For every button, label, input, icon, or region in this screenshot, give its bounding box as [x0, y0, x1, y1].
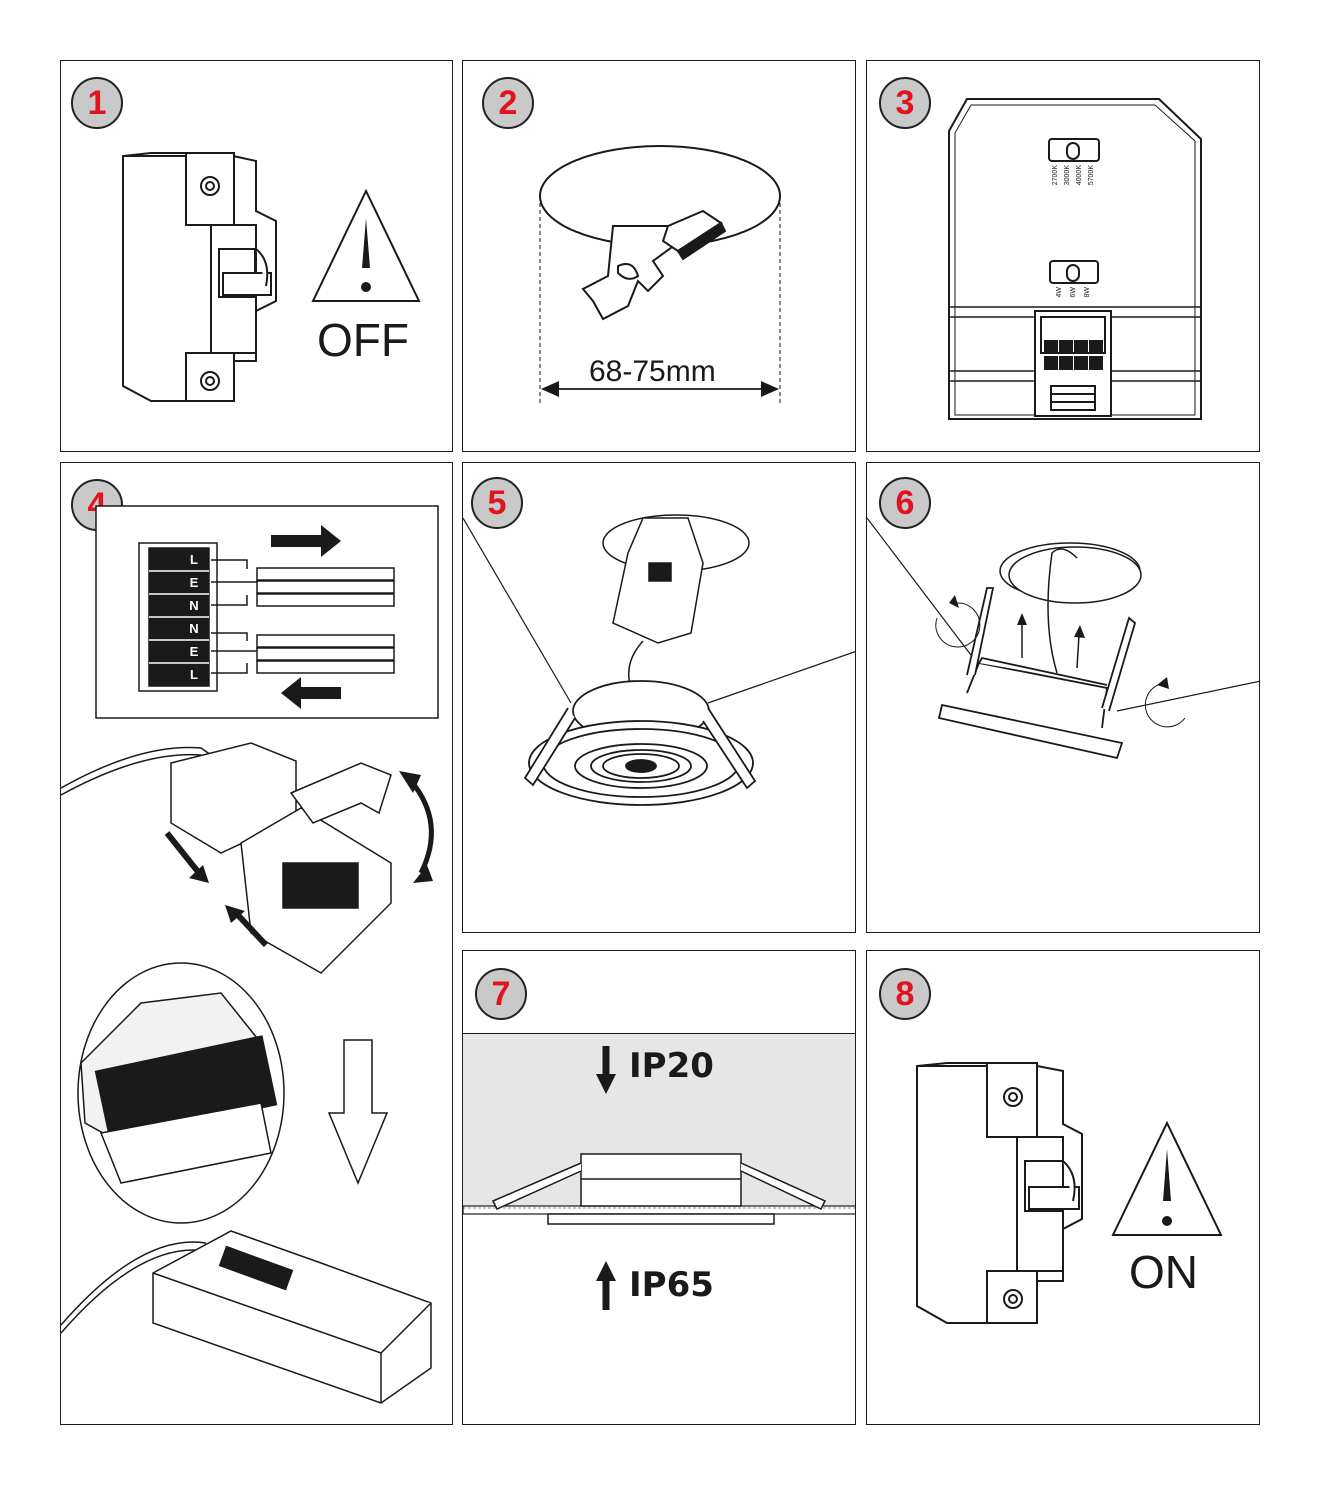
circuit-breaker-icon: [916, 1062, 1223, 1324]
terminal-block-icon: [138, 542, 218, 692]
step-badge: 6: [879, 477, 931, 529]
cutout-dimension-label: 68-75mm: [589, 355, 716, 388]
cct-switch-icon: [1048, 138, 1100, 162]
power-switch-icon: [1049, 260, 1099, 284]
insert-driver-illustration: [463, 514, 855, 806]
downlight-icon: [523, 680, 757, 806]
cct-label: 2700K: [1052, 165, 1059, 186]
ip-rating-illustration: [463, 1046, 855, 1310]
power-label: 6W: [1070, 287, 1077, 298]
off-label: OFF: [317, 314, 409, 366]
terminal-letter: N: [189, 621, 199, 636]
step-badge: 8: [879, 968, 931, 1020]
step-8-panel: 8 ON: [866, 950, 1260, 1425]
step-badge: 3: [879, 77, 931, 129]
terminal-letter: L: [190, 552, 198, 567]
ip20-label: IP20: [629, 1046, 714, 1086]
step-badge: 1: [71, 77, 123, 129]
cct-label: 4000K: [1076, 165, 1083, 186]
step-badge: 5: [471, 477, 523, 529]
step-badge: 7: [475, 968, 527, 1020]
cut-hole-illustration: [539, 145, 781, 406]
power-label: 8W: [1084, 287, 1091, 298]
terminal-letter: E: [189, 575, 199, 590]
terminal-letter: L: [190, 667, 198, 682]
step-1-panel: 1 OFF: [60, 60, 453, 452]
terminal-letter: N: [189, 598, 199, 613]
step-3-panel: 3 2700K 3000K 400: [866, 60, 1260, 452]
push-into-ceiling-illustration: [867, 517, 1259, 760]
step-5-panel: 5: [462, 462, 856, 933]
terminal-letter: E: [189, 644, 199, 659]
saw-icon: [581, 209, 727, 321]
step-4-panel: 4: [60, 462, 453, 1425]
driver-back-illustration: [948, 98, 1202, 420]
circuit-breaker-icon: [122, 152, 421, 402]
cct-label: 5700K: [1088, 165, 1095, 186]
ip65-label: IP65: [629, 1265, 714, 1305]
cct-label: 3000K: [1064, 165, 1071, 186]
wiring-illustration: [61, 505, 439, 1404]
power-label: 4W: [1056, 287, 1063, 298]
step-2-panel: 2 68-75mm: [462, 60, 856, 452]
step-badge: 2: [482, 77, 534, 129]
on-label: ON: [1129, 1246, 1198, 1298]
step-6-panel: 6: [866, 462, 1260, 933]
step-7-panel: 7 IP20 IP65: [462, 950, 856, 1425]
